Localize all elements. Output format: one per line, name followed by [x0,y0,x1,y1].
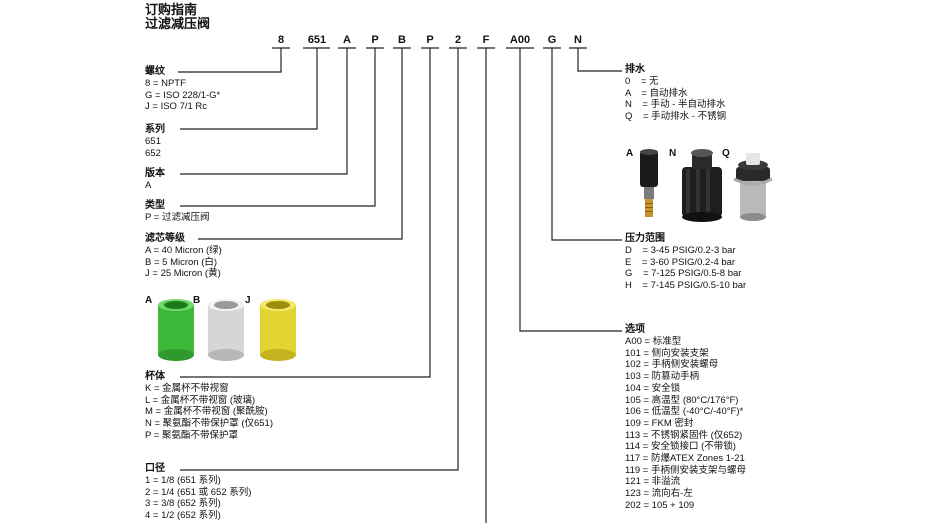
code-type: P [371,34,379,46]
list-item: G = ISO 228/1-G* [145,89,221,101]
code-drain: N [574,34,582,46]
section-heading: 滤芯等级 [145,233,185,244]
page-title: 订购指南 过滤减压阀 [145,3,210,31]
list-item: 103 = 防篡动手柄 [625,371,700,383]
list-item: 105 = 高温型 (80°C/176°F) [625,394,739,406]
filter-label-j: J [245,295,251,306]
list-item: 117 = 防爆ATEX Zones 1-21 [625,453,745,465]
section-options: 选项 A00 = 标准型 101 = 侧向安装支架 102 = 手柄侧安装螺母 … [625,324,746,512]
list-item: 102 = 手柄侧安装螺母 [625,359,719,371]
code-version: A [343,34,351,46]
list-item: A = 自动排水 [625,87,688,99]
list-item: P = 过滤减压阀 [145,212,210,223]
section-series: 系列 651 652 [145,124,165,159]
list-item: 8 = NPTF [145,78,186,89]
section-filter: 滤芯等级 A = 40 Micron (绿) B = 5 Micron (白) … [145,233,222,280]
list-item: 106 = 低温型 (-40°C/-40°F)* [625,406,744,418]
list-item: 202 = 105 + 109 [625,499,695,511]
drain-images [640,149,773,222]
section-heading: 版本 [145,168,165,179]
section-heading: 口径 [145,463,165,474]
list-item: A = 40 Micron (绿) [145,245,222,256]
list-item: L = 金属杯不带视窗 (玻璃) [145,394,256,406]
list-item: 109 = FKM 密封 [625,417,694,429]
section-heading: 杯体 [145,371,165,382]
section-version: 版本 A [145,168,165,192]
section-type: 类型 P = 过滤减压阀 [145,200,210,224]
list-item: P = 聚氨酯不带保护罩 [145,429,238,441]
list-item: 104 = 安全锁 [625,382,681,394]
section-heading: 排水 [625,64,645,75]
list-item: 2 = 1/4 (651 或 652 系列) [145,486,252,498]
auto-drain-icon [640,149,658,217]
filter-cartridge-white-icon [208,299,244,361]
list-item: G = 7-125 PSIG/0.5-8 bar [625,268,742,280]
list-item: 652 [145,147,161,159]
list-item: E = 3-60 PSIG/0.2-4 bar [625,256,736,268]
section-port: 口径 1 = 1/8 (651 系列) 2 = 1/4 (651 或 652 系… [145,463,251,522]
section-drain: 排水 0 = 无 A = 自动排水 N = 手动 - 半自动排水 Q = 手动排… [625,64,726,123]
code-filter: B [398,34,406,46]
list-item: 0 = 无 [625,76,659,87]
list-item: 123 = 流向右-左 [625,488,693,500]
filter-cartridge-images [158,299,296,361]
filter-label-a: A [145,295,153,306]
list-item: H = 7-145 PSIG/0.5-10 bar [625,280,747,292]
code-thread: 8 [277,34,285,46]
list-item: D = 3-45 PSIG/0.2-3 bar [625,245,736,256]
filter-cartridge-green-icon [158,299,194,361]
section-bowl: 杯体 K = 金属杯不带视窗 L = 金属杯不带视窗 (玻璃) M = 金属杯不… [145,371,273,442]
manual-semi-auto-drain-icon [682,149,722,222]
code-pressure: G [547,34,557,46]
list-item: 121 = 非溢流 [625,476,681,488]
filter-cartridge-yellow-icon [260,299,296,361]
list-item: N = 聚氨酯不带保护罩 (仅651) [145,418,274,430]
list-item: 113 = 不锈钢紧固件 (仅652) [625,429,743,441]
list-item: A00 = 标准型 [625,336,682,347]
list-item: J = 25 Micron (黄) [145,268,221,280]
list-item: 4 = 1/2 (652 系列) [145,510,221,522]
code-options: A00 [509,34,531,46]
list-item: Q = 手动排水 - 不锈钢 [625,111,727,123]
drain-label-q: Q [722,148,730,159]
title-line-1: 订购指南 [145,2,198,17]
list-item: 651 [145,136,161,147]
code-bowl: P [426,34,434,46]
section-heading: 选项 [625,324,645,335]
list-item: M = 金属杯不带视窗 (聚酰胺) [145,406,268,418]
section-heading: 螺纹 [145,66,165,77]
list-item: 3 = 3/8 (652 系列) [145,498,221,510]
section-thread: 螺纹 8 = NPTF G = ISO 228/1-G* J = ISO 7/1… [145,66,220,113]
list-item: 101 = 侧向安装支架 [625,347,709,359]
drain-label-a: A [626,148,634,159]
title-line-2: 过滤减压阀 [145,16,211,31]
list-item: B = 5 Micron (白) [145,256,218,268]
list-item: N = 手动 - 半自动排水 [625,99,726,111]
section-heading: 压力范围 [625,233,665,244]
code-seal: F [482,34,490,46]
list-item: K = 金属杯不带视窗 [145,383,229,394]
code-series: 651 [307,34,327,46]
code-port: 2 [454,34,462,46]
list-item: 1 = 1/8 (651 系列) [145,475,221,486]
filter-label-b: B [193,295,201,306]
list-item: J = ISO 7/1 Rc [145,101,208,113]
list-item: A [145,180,152,191]
section-heading: 系列 [145,124,165,135]
list-item: 114 = 安全锁接口 (不带锁) [625,441,736,453]
section-heading: 类型 [145,200,165,211]
section-pressure: 压力范围 D = 3-45 PSIG/0.2-3 bar E = 3-60 PS… [625,233,746,292]
drain-label-n: N [669,148,677,159]
list-item: 119 = 手柄侧安装支架与螺母 [625,464,746,476]
stainless-steel-drain-icon [733,153,773,221]
